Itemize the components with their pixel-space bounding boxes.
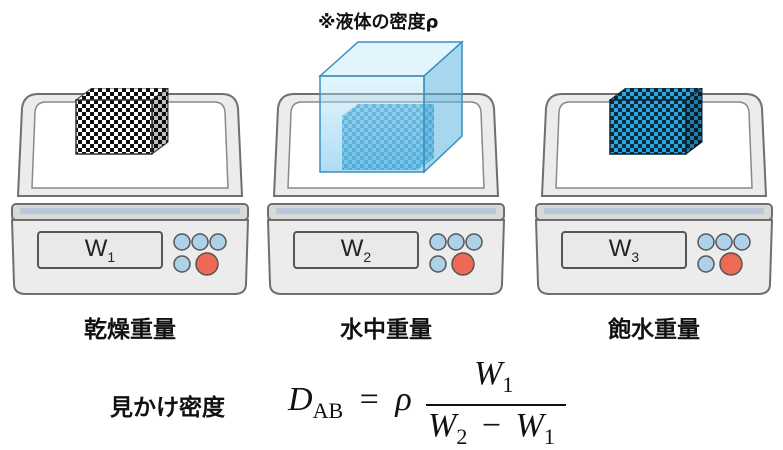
- scale-button[interactable]: [733, 233, 751, 251]
- caption-submerged-weight: 水中重量: [340, 317, 432, 343]
- scale-saturated: [534, 88, 774, 295]
- formula-equals: =: [359, 381, 379, 418]
- fraction-bar: [426, 404, 566, 406]
- scale-tare-button[interactable]: [451, 252, 475, 276]
- formula-numerator: W1: [474, 355, 513, 398]
- scale-tare-button[interactable]: [719, 252, 743, 276]
- display-readout-w2: W2: [294, 232, 418, 268]
- scale-button[interactable]: [191, 233, 209, 251]
- scale-dry: [10, 88, 250, 295]
- scale-button[interactable]: [209, 233, 227, 251]
- readout-subscript: 2: [363, 248, 372, 265]
- scale-button[interactable]: [173, 255, 191, 273]
- formula-minus: −: [481, 407, 502, 444]
- readout-subscript: 3: [631, 248, 640, 265]
- readout-symbol: W: [84, 235, 108, 262]
- scale-button[interactable]: [429, 233, 447, 251]
- liquid-density-note: ※液体の密度ρ: [318, 12, 439, 33]
- scale-display: [561, 231, 687, 269]
- formula-rho: ρ: [395, 381, 412, 418]
- scale-button[interactable]: [429, 255, 447, 273]
- scale-button[interactable]: [173, 233, 191, 251]
- formula-label: 見かけ密度: [110, 395, 225, 421]
- dry-cube: [74, 88, 169, 155]
- scale-button[interactable]: [447, 233, 465, 251]
- caption-saturated-weight: 飽水重量: [608, 317, 700, 343]
- scale-button[interactable]: [697, 233, 715, 251]
- saturated-cube: [608, 88, 703, 155]
- formula-d-subscript: AB: [312, 398, 344, 423]
- readout-symbol: W: [340, 235, 364, 262]
- formula-den-sub-a: 2: [456, 424, 468, 449]
- scale-button[interactable]: [465, 233, 483, 251]
- scale-display: [37, 231, 163, 269]
- scale-display: [293, 231, 419, 269]
- formula-den-w-b: W: [515, 407, 544, 444]
- liquid-container: [318, 40, 464, 174]
- formula-den-w-a: W: [428, 407, 457, 444]
- formula-d-symbol: D: [288, 381, 313, 418]
- caption-dry-weight: 乾燥重量: [84, 317, 176, 343]
- readout-symbol: W: [608, 235, 632, 262]
- formula-denominator: W2 − W1: [428, 407, 555, 450]
- scale-button[interactable]: [715, 233, 733, 251]
- display-readout-w1: W1: [38, 232, 162, 268]
- scale-tare-button[interactable]: [195, 252, 219, 276]
- formula-den-sub-b: 1: [543, 424, 555, 449]
- formula-num-sub: 1: [502, 372, 514, 397]
- readout-subscript: 1: [107, 248, 116, 265]
- formula-num-w: W: [474, 355, 503, 392]
- formula-lhs: DAB = ρ: [288, 381, 412, 424]
- scale-button[interactable]: [697, 255, 715, 273]
- display-readout-w3: W3: [562, 232, 686, 268]
